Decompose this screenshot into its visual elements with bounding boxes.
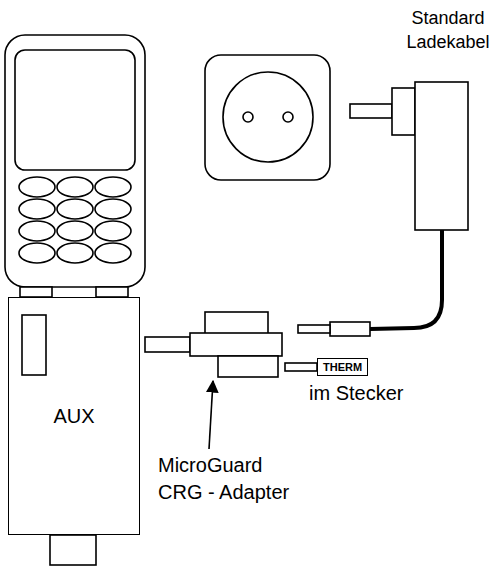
charge-cable — [370, 230, 442, 329]
hinge — [96, 287, 128, 297]
plug-prong — [350, 104, 392, 118]
socket-hole — [243, 112, 253, 122]
adapter-part — [218, 356, 278, 377]
part-label: Standard Ladekabel — [396, 6, 500, 55]
note-label: im Stecker — [309, 380, 449, 407]
connector-tab — [50, 535, 96, 565]
therm-box: THERM — [317, 358, 368, 376]
phone-screen — [15, 50, 135, 170]
charger-body — [415, 82, 468, 230]
socket-hole — [283, 112, 293, 122]
node-text: THERM — [323, 361, 362, 373]
node-text: AUX — [53, 405, 94, 427]
therm-plug-tip — [285, 363, 317, 371]
cable-plug — [330, 322, 370, 336]
adapter-part — [205, 312, 268, 334]
plug-plate — [392, 88, 415, 135]
housing-box: AUX — [8, 297, 140, 535]
part-label: MicroGuard CRG - Adapter — [158, 452, 304, 506]
wall-socket — [205, 55, 330, 180]
adapter-body — [190, 333, 282, 356]
plug-tip — [298, 325, 330, 333]
leader-arrow — [209, 381, 213, 449]
adapter-tip — [145, 337, 190, 352]
keypad — [19, 177, 131, 263]
window — [22, 315, 46, 375]
phone-body — [5, 35, 145, 287]
socket-face — [223, 72, 313, 162]
hinge — [20, 287, 52, 297]
